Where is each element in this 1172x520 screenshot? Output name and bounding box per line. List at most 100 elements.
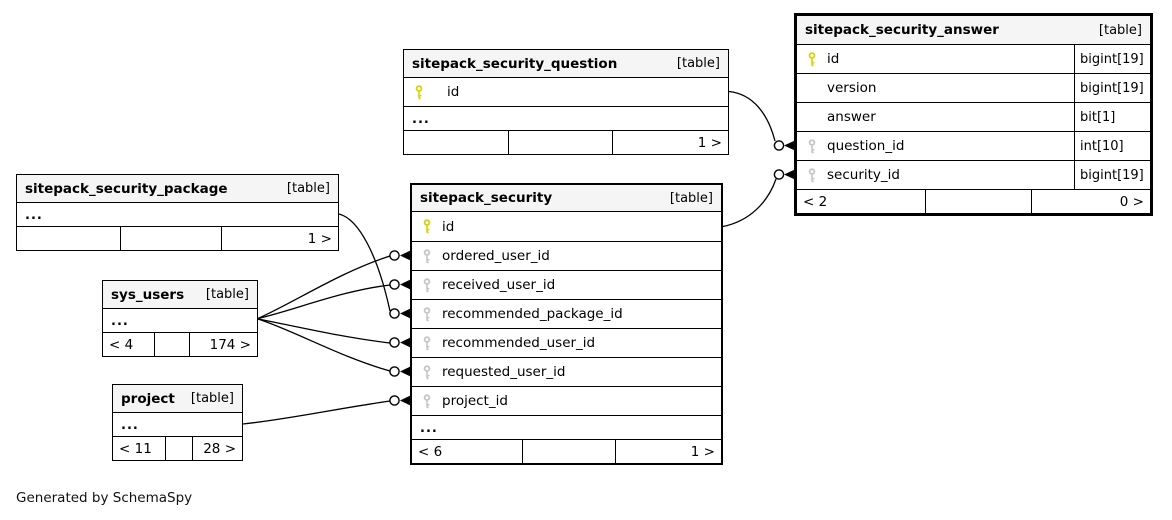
table-footer: < 2 0 > bbox=[797, 189, 1150, 213]
zero-or-one-circle bbox=[773, 140, 785, 151]
column-name: ordered_user_id bbox=[442, 248, 550, 264]
footer-children-count: < 4 bbox=[109, 336, 134, 353]
table-title: sitepack_security_answer bbox=[805, 22, 999, 38]
column-row-project-id: project_id bbox=[412, 386, 721, 415]
hidden-columns-ellipsis: ... bbox=[412, 415, 721, 439]
zero-or-one-circle bbox=[389, 337, 400, 348]
footer-middle-cell bbox=[508, 131, 612, 154]
arrowhead-icon bbox=[400, 337, 412, 348]
arrowhead-icon bbox=[400, 308, 412, 319]
column-row-answer: answer bit[1] bbox=[797, 102, 1150, 131]
footer-middle-cell bbox=[925, 190, 1031, 213]
zero-or-one-circle bbox=[389, 279, 400, 290]
foreign-key-icon bbox=[422, 277, 432, 293]
column-row-version: version bigint[19] bbox=[797, 73, 1150, 102]
table-header[interactable]: project [table] bbox=[113, 385, 242, 412]
primary-key-icon bbox=[807, 51, 817, 67]
column-row-id: id bigint[19] bbox=[797, 44, 1150, 73]
hidden-columns-ellipsis: ... bbox=[17, 202, 338, 226]
column-type: bit[1] bbox=[1074, 103, 1150, 131]
table-type-badge: [table] bbox=[676, 56, 720, 71]
arrowhead-icon bbox=[400, 279, 412, 290]
table-footer: 1 > bbox=[17, 226, 338, 250]
column-type: bigint[19] bbox=[1074, 161, 1150, 189]
footer-parents-count: 1 > bbox=[615, 440, 721, 463]
column-row-received-user-id: received_user_id bbox=[412, 270, 721, 299]
column-row-security-id: security_id bigint[19] bbox=[797, 160, 1150, 189]
primary-key-icon bbox=[414, 84, 424, 100]
column-name: project_id bbox=[442, 393, 508, 409]
foreign-key-icon bbox=[422, 364, 432, 380]
column-name: id bbox=[447, 84, 460, 100]
table-header[interactable]: sitepack_security_answer [table] bbox=[797, 16, 1150, 44]
table-type-badge: [table] bbox=[205, 287, 249, 302]
column-name: version bbox=[827, 80, 877, 96]
table-title: sitepack_security_package bbox=[25, 180, 228, 197]
foreign-key-icon bbox=[422, 393, 432, 409]
fk-line-question-to-answer bbox=[728, 90, 776, 142]
arrowhead-icon bbox=[784, 140, 796, 151]
arrowhead-icon bbox=[400, 366, 412, 377]
table-title: sitepack_security bbox=[420, 190, 553, 206]
foreign-key-icon bbox=[807, 138, 817, 154]
column-row-question-id: question_id int[10] bbox=[797, 131, 1150, 160]
footer-children-count: < 2 bbox=[803, 193, 828, 210]
column-row-id: id bbox=[404, 77, 728, 106]
table-footer: 1 > bbox=[404, 130, 728, 154]
table-title: sitepack_security_question bbox=[412, 55, 618, 72]
fk-line-sysusers-to-ordered bbox=[257, 255, 391, 320]
footer-middle-cell bbox=[154, 333, 189, 356]
footer-parents-count: 1 > bbox=[612, 131, 728, 154]
table-type-badge: [table] bbox=[286, 181, 330, 196]
column-name: recommended_user_id bbox=[442, 335, 596, 351]
fk-line-project-to-security bbox=[242, 400, 391, 425]
table-title: sys_users bbox=[111, 286, 185, 303]
column-row-requested-user-id: requested_user_id bbox=[412, 357, 721, 386]
table-sys-users[interactable]: sys_users [table] ... < 4 174 > bbox=[102, 280, 258, 357]
hidden-columns-ellipsis: ... bbox=[103, 308, 257, 332]
column-name: received_user_id bbox=[442, 277, 556, 293]
column-row-id: id bbox=[412, 212, 721, 241]
column-type: int[10] bbox=[1074, 132, 1150, 160]
primary-key-icon bbox=[422, 219, 432, 234]
generator-note: Generated by SchemaSpy bbox=[16, 490, 193, 506]
table-footer: < 4 174 > bbox=[103, 332, 257, 356]
column-name: id bbox=[442, 218, 455, 235]
fk-line-sysusers-to-received bbox=[257, 284, 391, 320]
footer-children-count: < 6 bbox=[418, 443, 443, 460]
table-project[interactable]: project [table] ... < 11 28 > bbox=[112, 384, 243, 461]
column-name: recommended_package_id bbox=[442, 306, 623, 322]
column-name: answer bbox=[827, 109, 876, 125]
fk-line-package-to-security bbox=[338, 213, 391, 312]
table-type-badge: [table] bbox=[669, 190, 713, 206]
column-row-recommended-package-id: recommended_package_id bbox=[412, 299, 721, 328]
table-type-badge: [table] bbox=[1098, 22, 1142, 38]
table-sitepack-security-question[interactable]: sitepack_security_question [table] id ..… bbox=[403, 49, 729, 155]
table-sitepack-security-answer[interactable]: sitepack_security_answer [table] id bigi… bbox=[794, 13, 1153, 216]
column-name: security_id bbox=[827, 167, 900, 183]
zero-or-one-circle bbox=[389, 366, 400, 377]
arrowhead-icon bbox=[400, 250, 412, 261]
table-sitepack-security-package[interactable]: sitepack_security_package [table] ... 1 … bbox=[16, 174, 339, 251]
foreign-key-icon bbox=[422, 335, 432, 351]
foreign-key-icon bbox=[422, 306, 432, 322]
footer-middle-cell bbox=[165, 437, 192, 460]
column-row-ordered-user-id: ordered_user_id bbox=[412, 241, 721, 270]
table-header[interactable]: sys_users [table] bbox=[103, 281, 257, 308]
table-header[interactable]: sitepack_security_question [table] bbox=[404, 50, 728, 77]
fk-line-sysusers-to-requested bbox=[257, 318, 391, 372]
table-sitepack-security[interactable]: sitepack_security [table] id ordered_use… bbox=[410, 183, 723, 465]
column-name: id bbox=[827, 51, 840, 67]
column-row-recommended-user-id: recommended_user_id bbox=[412, 328, 721, 357]
table-header[interactable]: sitepack_security_package [table] bbox=[17, 175, 338, 202]
fk-line-security-to-answer bbox=[722, 178, 777, 228]
footer-middle-cell bbox=[522, 440, 615, 463]
table-header[interactable]: sitepack_security [table] bbox=[412, 185, 721, 212]
table-type-badge: [table] bbox=[190, 391, 234, 406]
hidden-columns-ellipsis: ... bbox=[113, 412, 242, 436]
footer-children-count: < 11 bbox=[119, 440, 152, 457]
zero-or-one-circle bbox=[389, 395, 400, 406]
footer-parents-count: 0 > bbox=[1031, 190, 1150, 213]
